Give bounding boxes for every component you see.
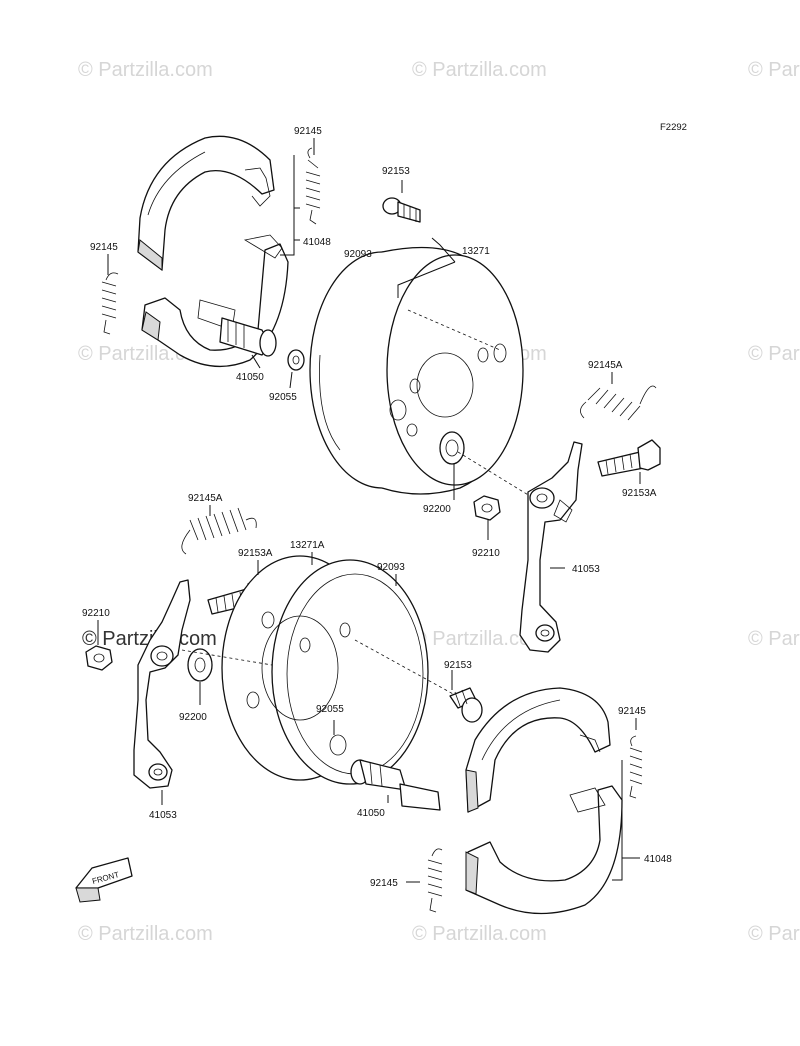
label-92145A-left: 92145A	[188, 493, 223, 504]
label-41048-bottom: 41048	[644, 854, 672, 865]
watermark-text: © Partzilla.com	[748, 628, 800, 650]
part-labels: 92145 92145 41048 41050 92055 92153 9209…	[82, 126, 672, 889]
spring-92145A-right	[580, 385, 657, 421]
spring-92145A-left	[181, 507, 257, 555]
label-13271: 13271	[462, 246, 490, 257]
bolt-92153-bottom	[449, 687, 483, 723]
nut-92210-right	[473, 495, 501, 521]
watermarks: © Partzilla.com © Partzilla.com © Partzi…	[78, 59, 800, 945]
watermark-text: © Partzilla.com	[78, 923, 213, 945]
watermark-text: © Partzilla.com	[82, 628, 217, 650]
label-92145-bottom: 92145	[370, 878, 398, 889]
label-41048-top: 41048	[303, 237, 331, 248]
label-92145-right: 92145	[618, 706, 646, 717]
label-92093-bottom: 92093	[377, 562, 405, 573]
brake-lever-41053-right	[519, 441, 583, 653]
spring-92145-right	[629, 735, 643, 799]
label-92093-top: 92093	[344, 249, 372, 260]
washer-92200-left	[187, 648, 213, 682]
spring-92145-left	[101, 272, 119, 335]
label-92200-top: 92200	[423, 504, 451, 515]
label-92153-bottom: 92153	[444, 660, 472, 671]
label-92153A-left: 92153A	[238, 548, 273, 559]
label-92145-top: 92145	[294, 126, 322, 137]
axle-41050-top	[219, 317, 305, 371]
spring-92145-top	[305, 147, 321, 225]
label-13271A: 13271A	[290, 540, 325, 551]
spring-92145-bottom	[427, 848, 443, 913]
watermark-text: © Partzilla.com	[748, 59, 800, 81]
label-92153A-right: 92153A	[622, 488, 657, 499]
label-92145-left: 92145	[90, 242, 118, 253]
label-92153-top: 92153	[382, 166, 410, 177]
axle-41050-bottom	[350, 759, 441, 811]
watermark-text: © Partzilla.com	[748, 923, 800, 945]
brake-shoe-upper-top	[137, 135, 275, 271]
brake-shoe-lower-top	[141, 234, 289, 368]
label-92145A-right: 92145A	[588, 360, 623, 371]
brake-drum-13271A	[221, 555, 429, 785]
bolt-92153-top	[382, 197, 421, 223]
watermark-text: © Partzilla.com	[78, 59, 213, 81]
figure-id: F2292	[660, 122, 687, 133]
nut-92210-left	[85, 645, 113, 671]
label-92200-bottom: 92200	[179, 712, 207, 723]
bolt-92153A-right	[597, 439, 661, 477]
label-41050-top: 41050	[236, 372, 264, 383]
watermark-text: © Partzilla.com	[412, 923, 547, 945]
label-41053-left: 41053	[149, 810, 177, 821]
label-41053-right: 41053	[572, 564, 600, 575]
watermark-text: © Partzilla.com	[412, 628, 547, 650]
label-92210-left: 92210	[82, 608, 110, 619]
label-41050-bottom: 41050	[357, 808, 385, 819]
front-direction-arrow: FRONT	[75, 857, 133, 903]
label-92055-top: 92055	[269, 392, 297, 403]
watermark-text: © Partzilla.com	[412, 59, 547, 81]
label-92210-right: 92210	[472, 548, 500, 559]
brake-lever-41053-left	[133, 579, 191, 789]
brake-drum-13271	[309, 246, 524, 495]
label-92055-bottom: 92055	[316, 704, 344, 715]
brake-shoe-lower-bottom	[465, 785, 623, 915]
watermark-text: © Partzilla.com	[748, 343, 800, 365]
brake-shoe-upper-bottom	[465, 687, 611, 813]
